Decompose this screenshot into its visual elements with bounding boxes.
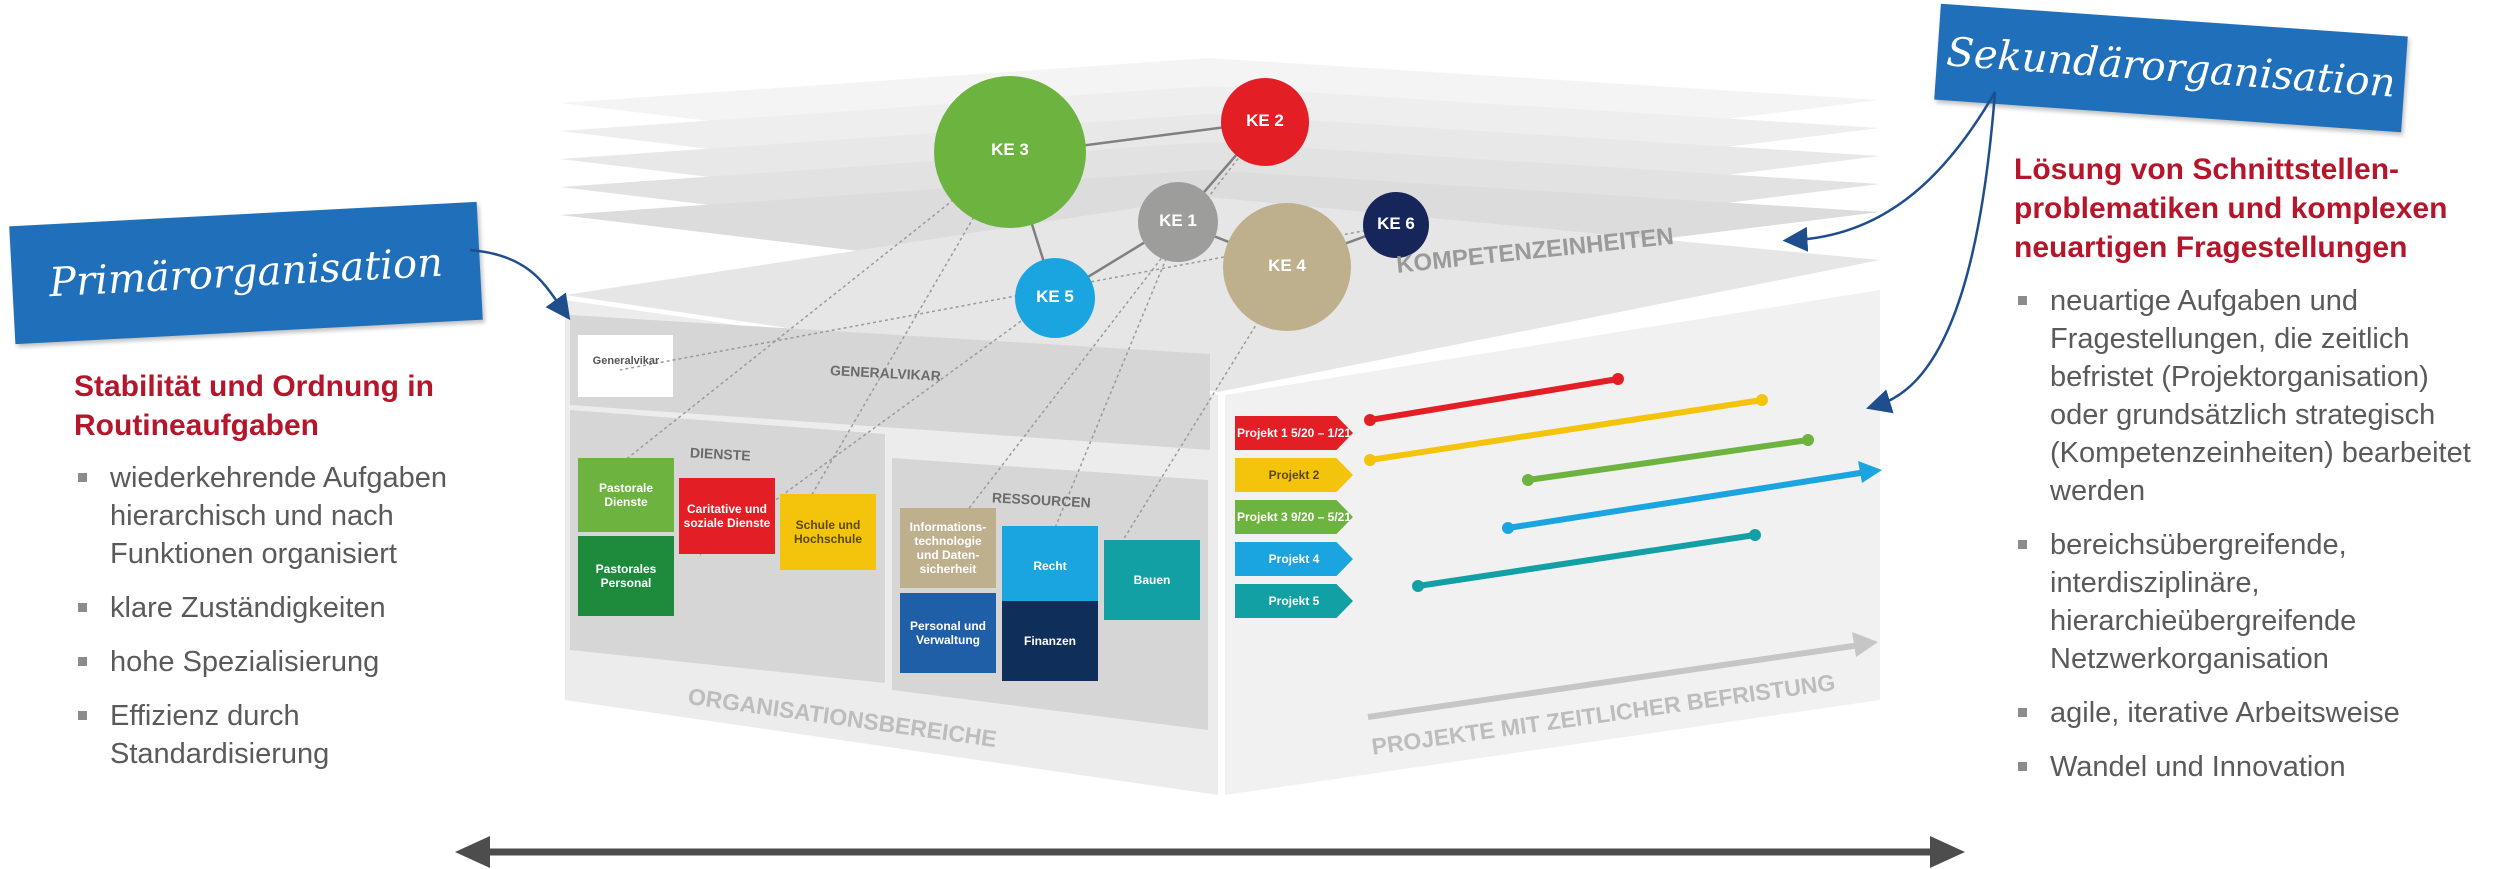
project-1-line [1367, 376, 1621, 423]
project-1-dot [1364, 414, 1376, 426]
project-1-dot [1612, 373, 1624, 385]
project-2-dot [1364, 454, 1376, 466]
ke-4-circle [1223, 203, 1351, 331]
secondary-callout-arrow-2 [1866, 91, 1997, 414]
project-2-line [1367, 397, 1765, 463]
unit-informationstechnologie: Informations-technologie und Daten-siche… [900, 508, 996, 588]
primary-bullet: Effizienz durch Standardisierung [74, 697, 514, 773]
time-arrow [1367, 642, 1861, 720]
connector [1049, 224, 1181, 541]
ke-6-label: KE 6 [1377, 214, 1415, 233]
project-5-dot [1412, 580, 1424, 592]
project-3-tag: Projekt 3 9/20 – 5/21 [1235, 500, 1353, 534]
unit-recht: Recht [1002, 526, 1098, 606]
project-3-dot [1802, 434, 1814, 446]
generalvikar-band [570, 315, 1210, 450]
ke-6-circle [1363, 192, 1429, 258]
project-2-tag: Projekt 2 [1235, 458, 1353, 492]
project-5-tag: Projekt 5 [1235, 584, 1353, 618]
project-4-arrowhead [1858, 461, 1882, 483]
primary-callout-arrow [469, 248, 571, 321]
generalvikar-box [578, 335, 673, 397]
unit-caritative-dienste: Caritative und soziale Dienste [679, 478, 775, 554]
secondary-heading: Lösung von Schnittstellen-problematiken … [2014, 153, 2448, 264]
connector [959, 129, 1261, 521]
dienste-label: DIENSTE [689, 444, 752, 464]
primary-bullet: wiederkehrende Aufgaben hierarchisch und… [74, 459, 514, 573]
generalvikar-box-label: Generalvikar [592, 355, 660, 367]
ke-3-label: KE 3 [991, 140, 1029, 159]
secondary-bullets: neuartige Aufgaben und Fragestellungen, … [2014, 282, 2484, 802]
project-3-line [1525, 437, 1811, 483]
secondary-bullet: bereichsübergreifende, interdisziplinäre… [2014, 526, 2484, 678]
project-5-line [1415, 532, 1758, 589]
ke-2-circle [1221, 78, 1309, 166]
primary-bullet: hohe Spezialisierung [74, 643, 514, 681]
unit-bauen: Bauen [1104, 540, 1200, 620]
secondary-bullet: neuartige Aufgaben und Fragestellungen, … [2014, 282, 2484, 510]
ke-4-label: KE 4 [1268, 256, 1306, 275]
ke-1-label: KE 1 [1159, 211, 1197, 230]
ke-1-circle [1138, 182, 1218, 262]
ke-5-label: KE 5 [1036, 287, 1074, 306]
time-arrowhead [1852, 632, 1878, 657]
secondary-callout-arrow-1 [1782, 91, 1997, 252]
project-2-dot [1756, 394, 1768, 406]
primary-bullets: wiederkehrende Aufgaben hierarchisch und… [74, 459, 514, 789]
project-4-dot [1502, 522, 1514, 534]
unit-schule-hochschule: Schule und Hochschule [780, 494, 876, 570]
bottom-arrowhead-left [455, 836, 490, 868]
ke-5-circle [1015, 258, 1095, 338]
ke-2-label: KE 2 [1246, 111, 1284, 130]
project-3-dot [1522, 474, 1534, 486]
unit-finanzen: Finanzen [1002, 601, 1098, 681]
unit-personal-verwaltung: Personal und Verwaltung [900, 593, 996, 673]
secondary-bullet: agile, iterative Arbeitsweise [2014, 694, 2484, 732]
project-5-dot [1749, 529, 1761, 541]
project-4-tag: Projekt 4 [1235, 542, 1353, 576]
primary-heading: Stabilität und Ordnung in Routineaufgabe… [74, 370, 434, 442]
project-4-line [1505, 470, 1863, 531]
secondary-bullet: Wandel und Innovation [2014, 748, 2484, 786]
unit-pastorale-dienste: Pastorale Dienste [578, 458, 674, 532]
project-1-tag: Projekt 1 5/20 – 1/21 [1235, 416, 1353, 450]
unit-pastorales-personal: Pastorales Personal [578, 536, 674, 616]
primary-bullet: klare Zuständigkeiten [74, 589, 514, 627]
bottom-arrowhead-right [1930, 836, 1965, 868]
ke-3-circle [934, 76, 1086, 228]
